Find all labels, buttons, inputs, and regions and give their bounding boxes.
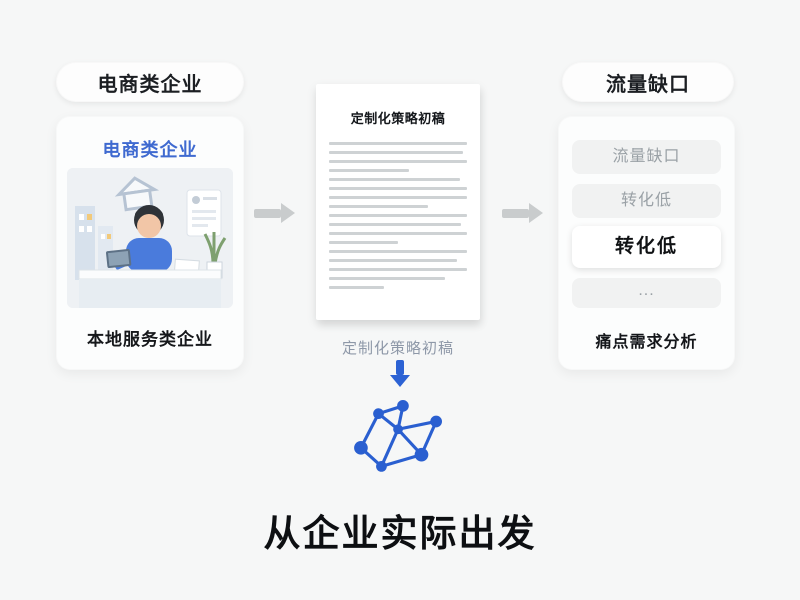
left-category-pill: 电商类企业 <box>56 62 244 102</box>
strategy-document-body <box>316 142 480 289</box>
enterprise-card-title: 电商类企业 <box>102 140 198 160</box>
right-category-pill: 流量缺口 <box>562 62 734 102</box>
enterprise-card: 电商类企业 <box>56 116 244 370</box>
painpoint-item: 流量缺口 <box>572 140 721 174</box>
right-category-pill-label: 流量缺口 <box>606 73 690 96</box>
enterprise-card-caption: 本地服务类企业 <box>87 330 213 349</box>
arrow-down-icon <box>390 360 410 387</box>
painpoint-card-caption: 痛点需求分析 <box>595 334 698 351</box>
strategy-document-title: 定制化策略初稿 <box>350 111 446 126</box>
arrow-right-icon <box>254 203 295 223</box>
painpoint-card: 流量缺口 转化低 转化低 ... 痛点需求分析 <box>558 116 735 370</box>
strategy-document-caption: 定制化策略初稿 <box>341 340 454 357</box>
painpoint-item-selected: 转化低 <box>572 226 721 268</box>
page-headline: 从企业实际出发 <box>263 513 537 554</box>
arrow-right-icon <box>502 203 543 223</box>
painpoint-item-ellipsis: ... <box>572 278 721 308</box>
painpoint-item: 转化低 <box>572 184 721 218</box>
network-graph-icon <box>351 399 449 483</box>
left-category-pill-label: 电商类企业 <box>97 73 203 96</box>
strategy-document: 定制化策略初稿 <box>316 84 480 320</box>
workspace-illustration-icon <box>67 168 233 308</box>
